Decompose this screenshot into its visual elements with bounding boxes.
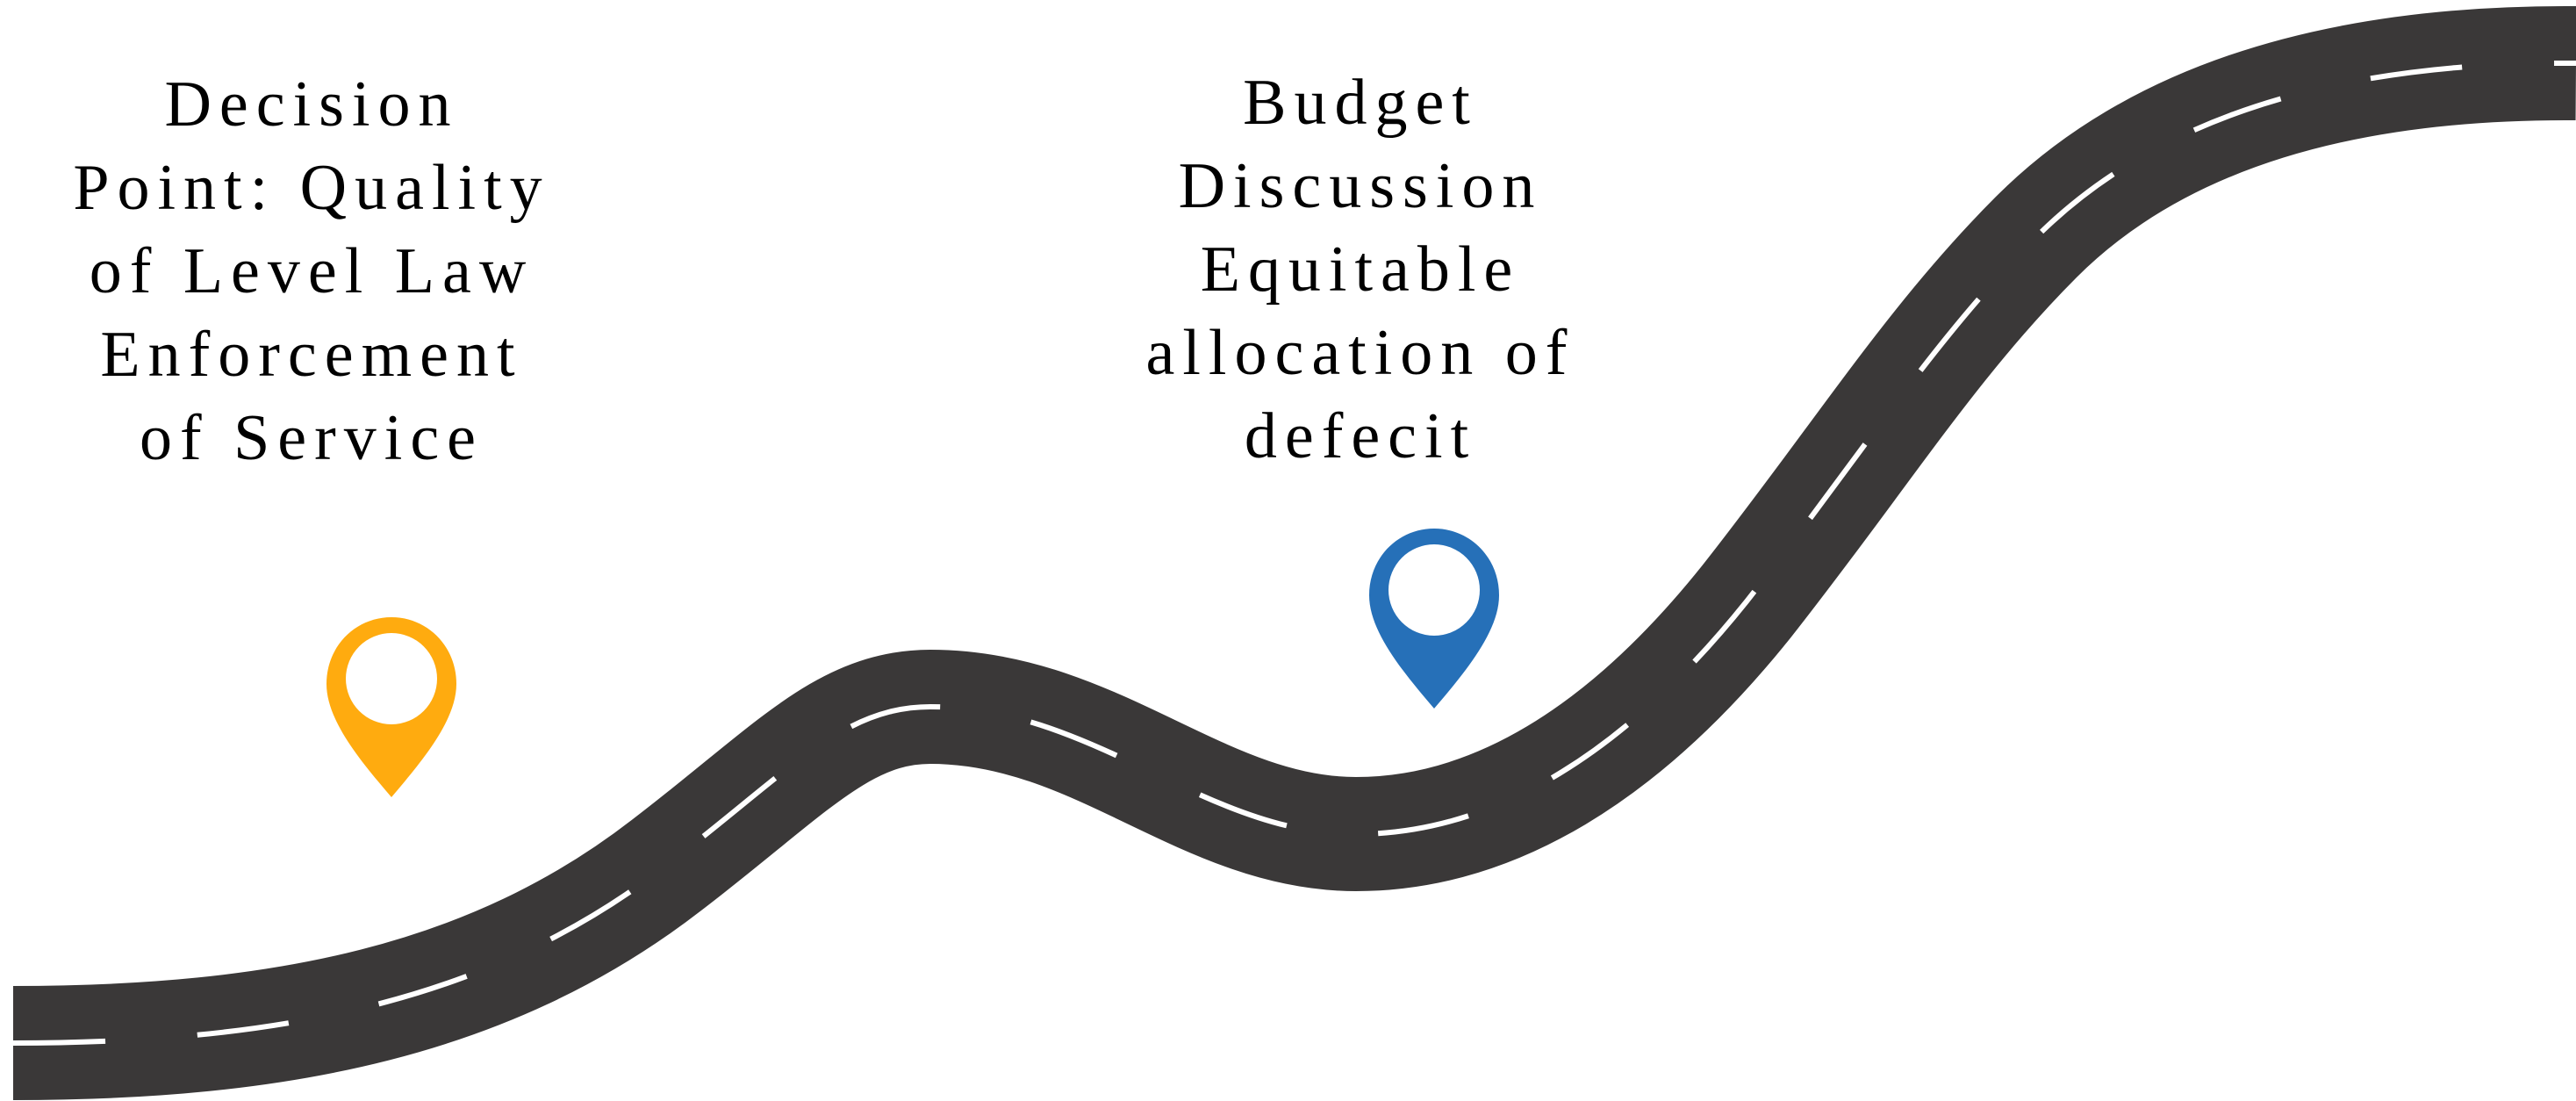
map-pin-icon <box>326 617 456 797</box>
milestone-1-line-5: of Service <box>139 402 484 474</box>
milestone-2-label: Budget Discussion Equitable allocation o… <box>1088 61 1632 479</box>
milestone-1-line-2: Point: Quality <box>73 152 550 224</box>
milestone-1-label: Decision Point: Quality of Level Law Enf… <box>35 63 588 480</box>
milestone-1-line-3: of Level Law <box>89 235 535 307</box>
road-center-dashes <box>12 60 2576 1046</box>
pin-1-hole <box>346 633 437 724</box>
milestone-2-line-4: allocation of <box>1145 317 1575 389</box>
milestone-1-line-1: Decision <box>164 68 459 140</box>
milestone-2-line-1: Budget <box>1243 67 1478 139</box>
milestone-2-line-3: Equitable <box>1200 234 1521 306</box>
milestone-2-line-5: defecit <box>1244 400 1477 472</box>
pin-2-hole <box>1388 544 1480 636</box>
map-pin-icon <box>1369 529 1499 709</box>
milestone-1-line-4: Enforcement <box>100 319 523 391</box>
milestone-2-line-2: Discussion <box>1178 150 1543 222</box>
